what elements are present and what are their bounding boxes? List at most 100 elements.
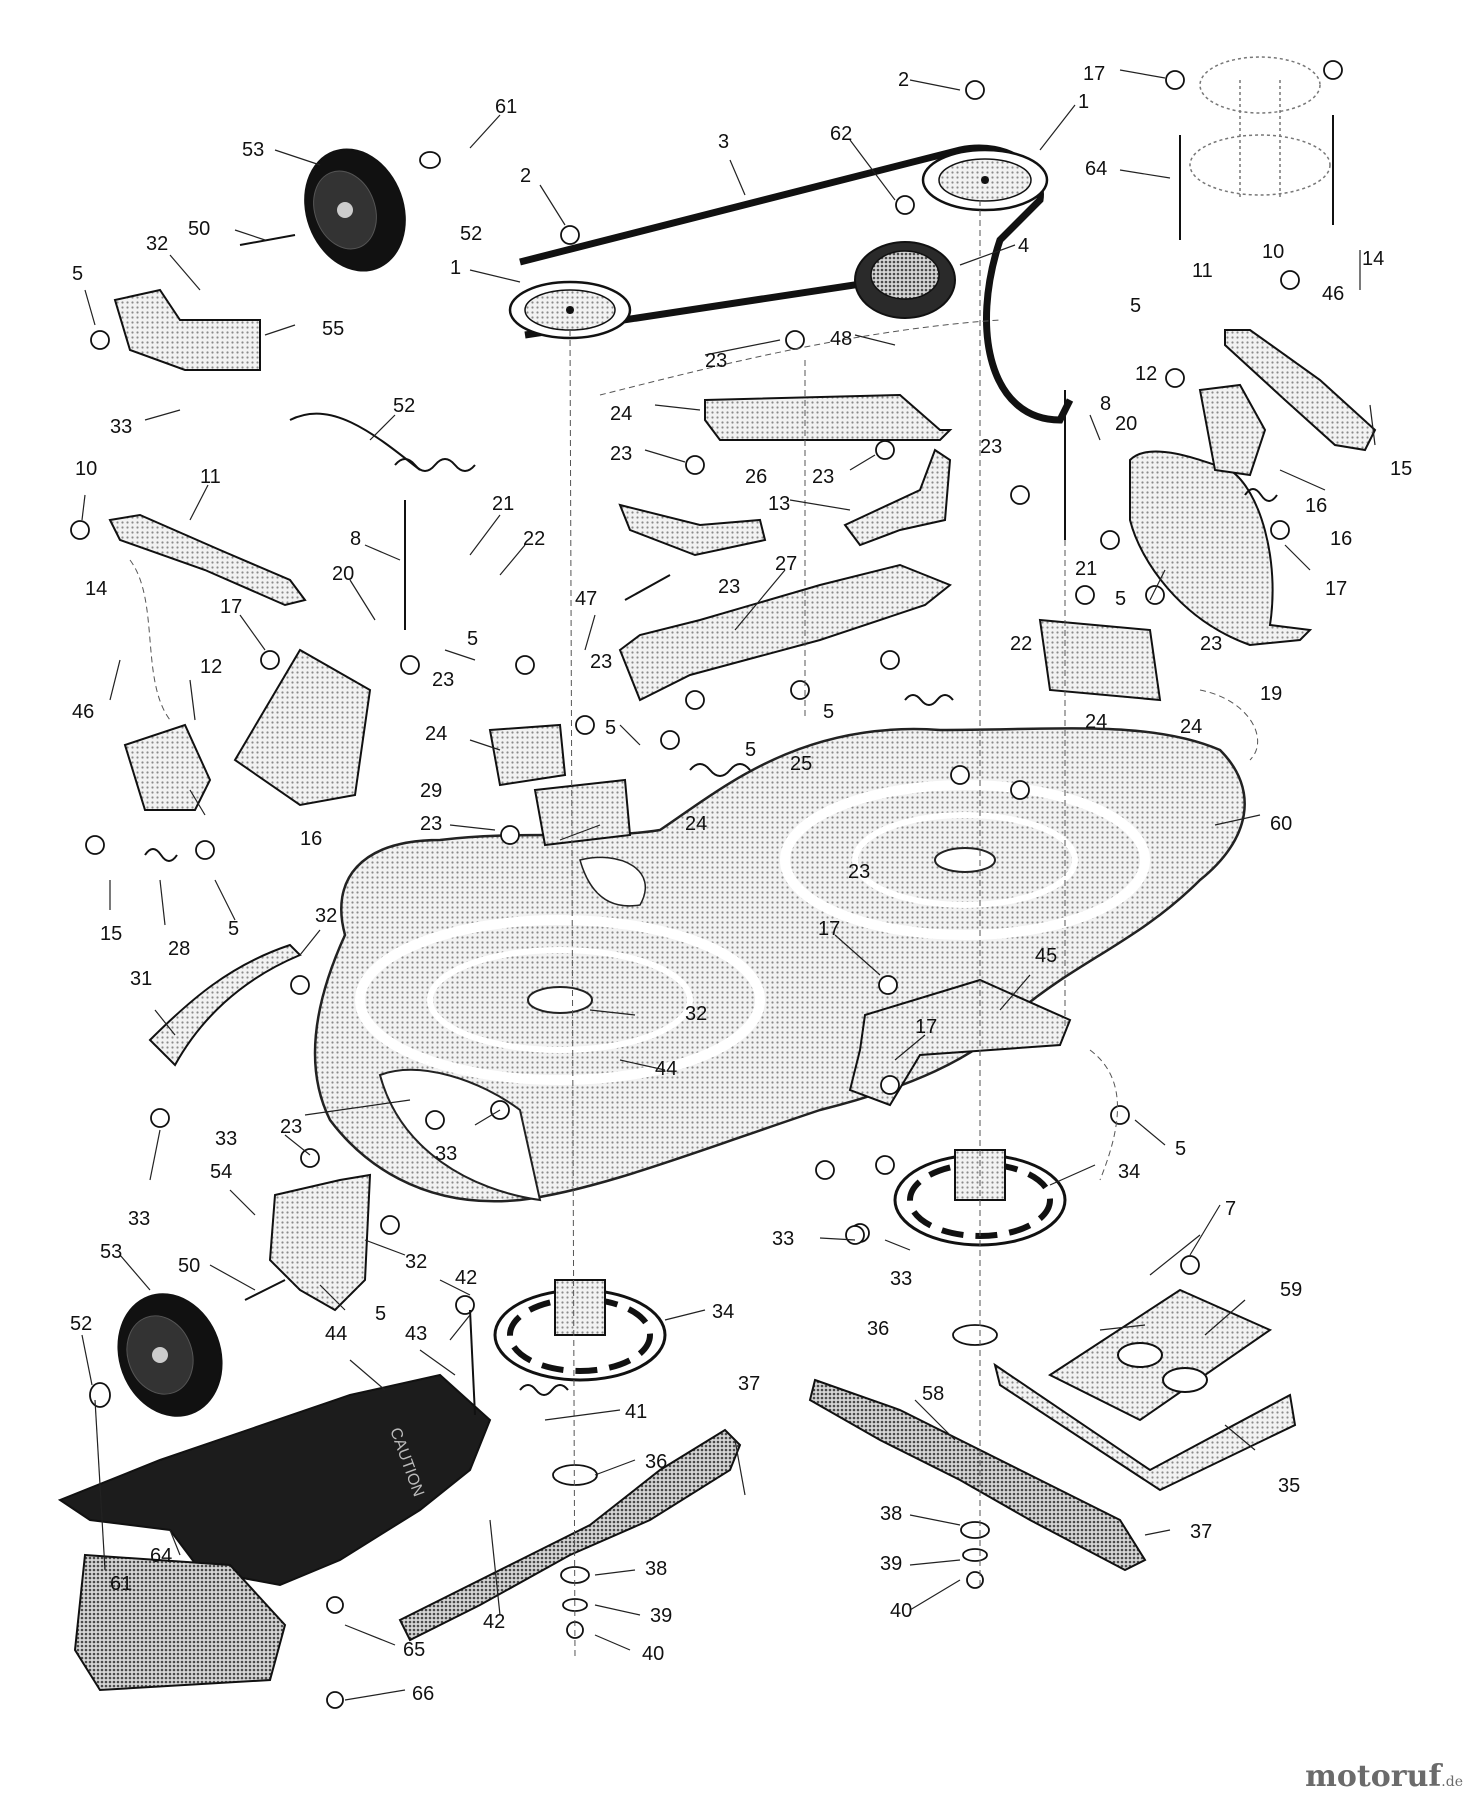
callout-21: 22 xyxy=(1010,633,1032,655)
callout-23: 24 xyxy=(425,723,447,745)
callout-20: 21 xyxy=(492,493,514,515)
anti-scalp-arm-11-right xyxy=(1224,329,1377,452)
callout-22: 23 xyxy=(718,576,740,598)
callout-11: 11 xyxy=(200,466,221,488)
callout-32: 32 xyxy=(146,233,168,255)
callout-17: 17 xyxy=(1083,63,1105,85)
callout-9: 12 xyxy=(200,656,222,678)
callout-13: 14 xyxy=(1362,248,1384,270)
callout-17: 17 xyxy=(1325,578,1347,600)
callout-26: 25 xyxy=(790,753,812,775)
blade-37-left xyxy=(398,1428,742,1642)
callout-39: 39 xyxy=(880,1553,902,1575)
callout-33: 33 xyxy=(215,1128,237,1150)
callout-20: 21 xyxy=(1075,558,1097,580)
callout-5: 5 xyxy=(605,717,616,739)
callout-18: 19 xyxy=(1260,683,1282,705)
callout-60: 61 xyxy=(110,1573,132,1595)
callout-5: 5 xyxy=(72,263,83,285)
stabilizer-31 xyxy=(148,943,302,1067)
callout-37: 37 xyxy=(738,1373,760,1395)
callout-23: 24 xyxy=(1180,716,1202,738)
callout-25: 24 xyxy=(610,403,632,425)
mulch-plate-64 xyxy=(73,1553,287,1692)
callout-21: 22 xyxy=(523,528,545,550)
callout-5: 5 xyxy=(1130,295,1141,317)
callout-58: 59 xyxy=(1280,1279,1302,1301)
callout-5: 5 xyxy=(467,628,478,650)
callout-48: 47 xyxy=(575,588,597,610)
callout-59: 60 xyxy=(1270,813,1292,835)
callout-8: 8 xyxy=(350,528,361,550)
baffle-23-left xyxy=(488,723,632,847)
callout-5: 5 xyxy=(375,1303,386,1325)
callout-14: 15 xyxy=(1390,458,1412,480)
callout-31: 31 xyxy=(130,968,152,990)
callout-50: 50 xyxy=(188,218,210,240)
callout-51: 52 xyxy=(460,223,482,245)
callout-65: 65 xyxy=(403,1639,425,1661)
callout-61: 62 xyxy=(830,123,852,145)
callout-64: 64 xyxy=(150,1545,172,1567)
bracket-27 xyxy=(618,503,767,557)
callout-17: 17 xyxy=(915,1016,937,1038)
callout-10: 10 xyxy=(75,458,97,480)
callout-16: 16 xyxy=(1330,528,1352,550)
callout-54: 54 xyxy=(210,1161,232,1183)
callout-29: 28 xyxy=(168,938,190,960)
callout-38: 38 xyxy=(880,1503,902,1525)
callout-19: 20 xyxy=(1115,413,1137,435)
callout-50: 50 xyxy=(178,1255,200,1277)
callout-9: 12 xyxy=(1135,363,1157,385)
spindle-34-left xyxy=(493,1279,667,1382)
gauge-plate-15-right xyxy=(1198,383,1267,477)
callout-23: 24 xyxy=(685,813,707,835)
callout-24: 23 xyxy=(610,443,632,465)
rods xyxy=(239,115,1334,1416)
gauge-plate-15-left xyxy=(123,723,212,811)
callout-22: 23 xyxy=(590,651,612,673)
bracket-55 xyxy=(113,288,261,371)
callout-labels: 2 1 17 3 62 64 4 2 1 61 53 52 50 32 5 55… xyxy=(70,63,1412,1705)
callout-23: 24 xyxy=(1085,711,1107,733)
callout-17: 17 xyxy=(220,596,242,618)
hardware xyxy=(70,60,1343,1709)
callout-60: 61 xyxy=(495,96,517,118)
callout-15: 16 xyxy=(1305,495,1327,517)
callout-2: 2 xyxy=(898,69,909,91)
callout-36: 36 xyxy=(867,1318,889,1340)
callout-33: 33 xyxy=(435,1143,457,1165)
callout-46: 45 xyxy=(1035,945,1057,967)
callout-5: 5 xyxy=(1115,588,1126,610)
callout-14: 15 xyxy=(100,923,122,945)
callout-27: 26 xyxy=(745,466,767,488)
callout-30: 29 xyxy=(420,780,442,802)
callout-51: 52 xyxy=(70,1313,92,1335)
callout-24: 23 xyxy=(705,350,727,372)
callout-22: 23 xyxy=(420,813,442,835)
callout-66: 66 xyxy=(412,1683,434,1705)
callout-19: 20 xyxy=(332,563,354,585)
wheel-53-bottom xyxy=(117,1293,223,1417)
callout-45: 44 xyxy=(655,1058,677,1080)
callout-36: 36 xyxy=(645,1451,667,1473)
callout-42: 42 xyxy=(455,1267,477,1289)
callout-13: 14 xyxy=(85,578,107,600)
callout-62: 64 xyxy=(1085,158,1107,180)
callout-34: 34 xyxy=(712,1301,734,1323)
callout-4: 4 xyxy=(1018,235,1029,257)
callout-15: 16 xyxy=(300,828,322,850)
callout-33: 33 xyxy=(890,1268,912,1290)
bracket-12 xyxy=(843,448,952,547)
drive-belt-system xyxy=(508,144,1074,424)
reference-pulley-outline xyxy=(1189,56,1331,200)
callout-22: 23 xyxy=(280,1116,302,1138)
callout-57: 58 xyxy=(922,1383,944,1405)
callout-49: 48 xyxy=(830,328,852,350)
callout-32: 32 xyxy=(685,1003,707,1025)
anti-scalp-arm-11-left xyxy=(108,513,307,607)
callout-10: 10 xyxy=(1262,241,1284,263)
callout-33: 33 xyxy=(772,1228,794,1250)
callout-40: 40 xyxy=(642,1643,664,1665)
